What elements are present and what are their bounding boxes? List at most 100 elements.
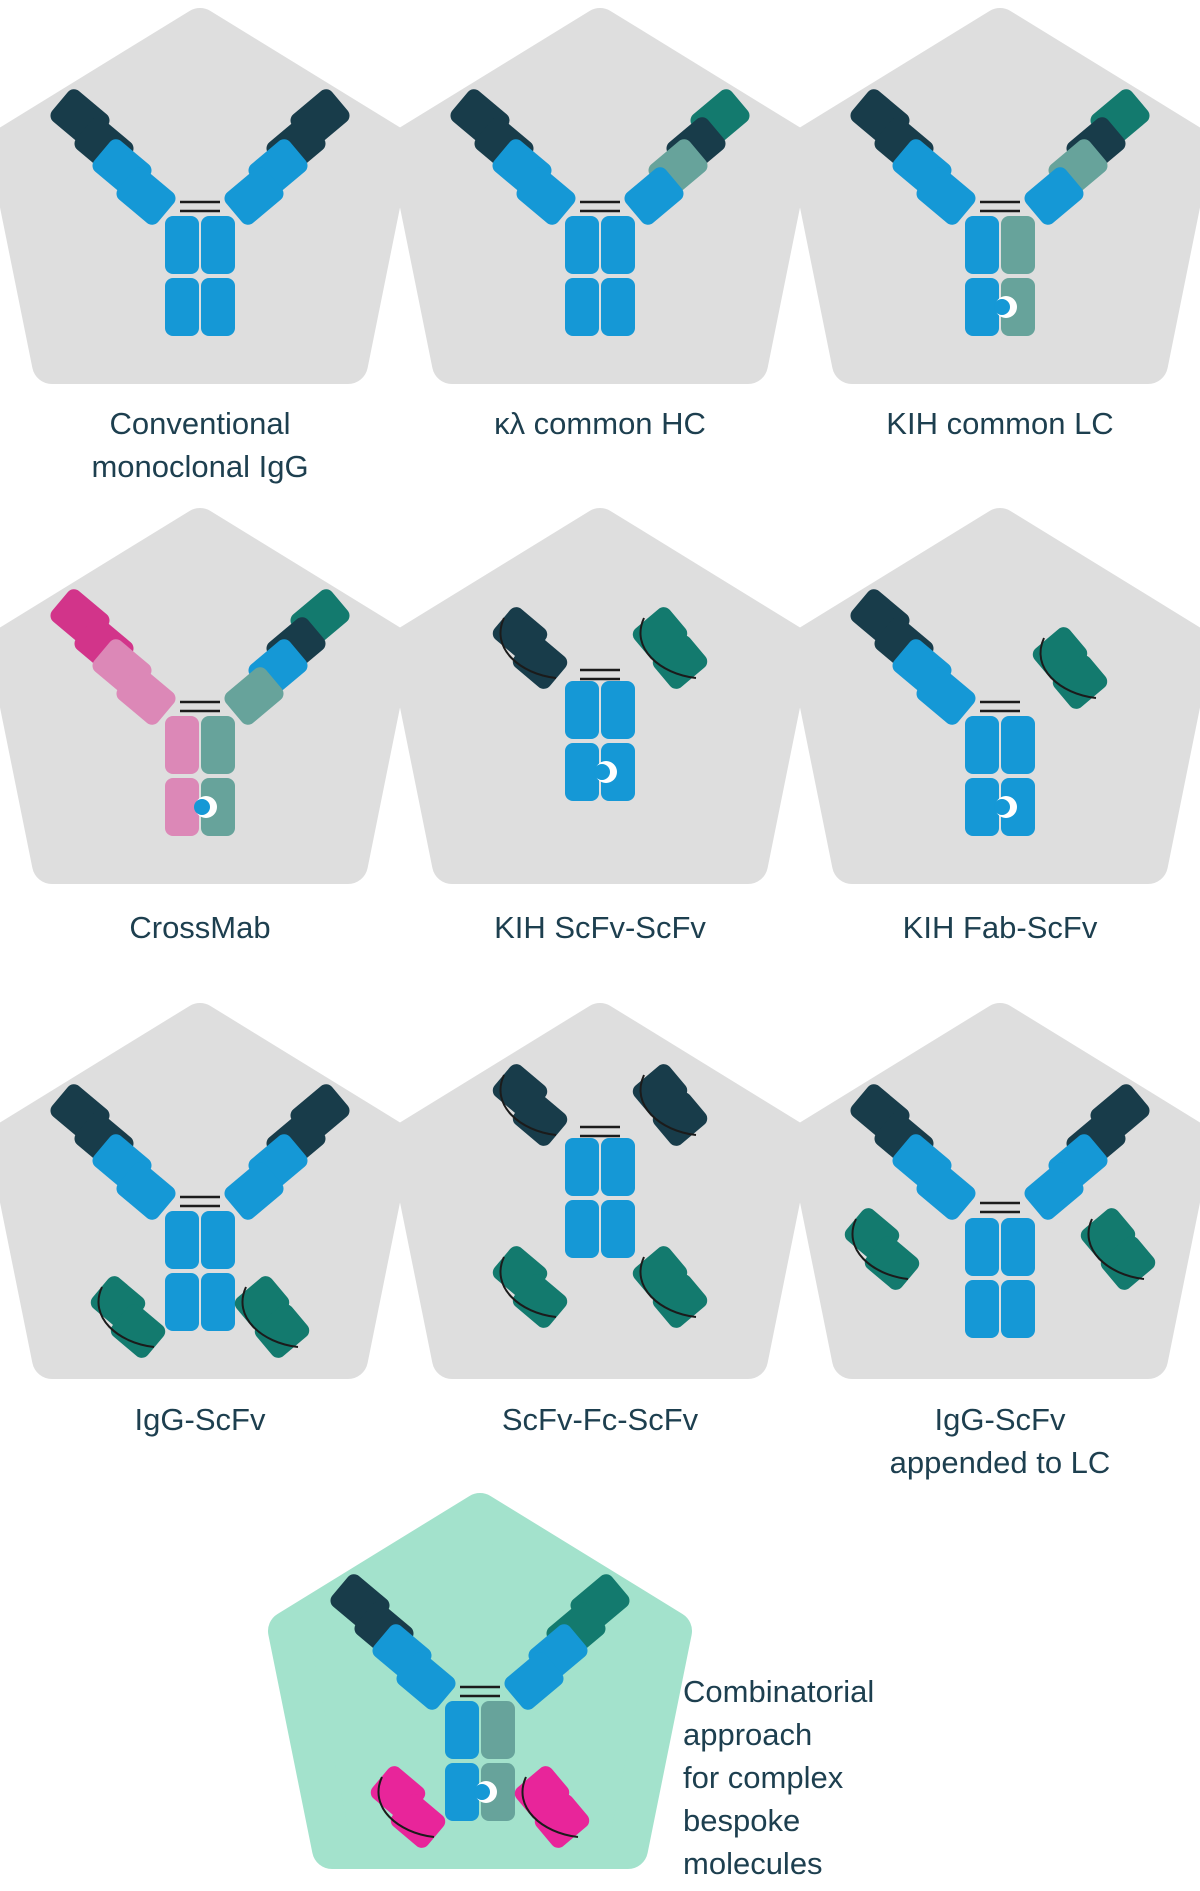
scfv-linker [639,617,697,679]
scfv-domain [652,1092,708,1146]
constant-domain [224,1162,284,1220]
ch3-domain [201,778,235,836]
label-line: molecules [683,1846,823,1881]
ch2-domain [601,1138,635,1196]
ch3-domain [965,1280,999,1338]
scfv-linker [97,1286,155,1348]
ch2-domain [965,1218,999,1276]
scfv-linker [499,617,557,679]
scfv-linker [241,1286,299,1348]
pentagon-background [0,508,412,884]
constant-domain [116,1162,176,1220]
ch2-domain [165,716,199,774]
ch3-domain [165,278,199,336]
label-line: KIH ScFv-ScFv [494,910,706,945]
label-combinatorial: Combinatorial approach for complex bespo… [683,1670,983,1885]
format-panel-crossmab [0,508,412,884]
scfv-domain [512,1092,568,1146]
scfv-domain [110,1304,166,1358]
ch3-domain [1001,1280,1035,1338]
knob-into-hole [194,799,210,815]
constant-domain [116,667,176,725]
ch3-domain [601,1200,635,1258]
label-line: κλ common HC [494,406,706,441]
label-line: Conventional [109,406,291,441]
constant-domain [916,167,976,225]
label-line: approach [683,1717,813,1752]
scfv-domain [864,1236,920,1290]
scfv-domain [534,1794,590,1848]
constant-domain [916,1162,976,1220]
format-panel-conventional [0,8,412,384]
format-panel-igg-scfv [0,1003,412,1379]
format-panel-kih-fab-scfv [788,508,1200,884]
constant-domain [916,667,976,725]
ch3-domain [1001,278,1035,336]
ch3-domain [601,278,635,336]
ch3-domain [481,1763,515,1821]
scfv-domain [512,1274,568,1328]
constant-domain [224,667,284,725]
pentagon-background [788,1003,1200,1379]
format-panel-scfv-fc-scfv [388,1003,812,1379]
format-panel-kih-scfv-scfv [388,508,812,884]
scfv-domain [1052,655,1108,709]
ch2-domain [481,1701,515,1759]
label-kl-common-hc: κλ common HC [420,402,780,445]
label-line: KIH common LC [886,406,1114,441]
ch3-domain [201,1273,235,1331]
scfv-linker [499,1256,557,1318]
label-igg-scfv: IgG-ScFv [20,1398,380,1441]
format-panel-igg-scfv-lc [788,1003,1200,1379]
pentagon-background [0,8,412,384]
knob-into-hole [594,764,610,780]
label-line: bespoke [683,1803,801,1838]
ch3-domain [445,1763,479,1821]
ch2-domain [201,716,235,774]
ch2-domain [1001,1218,1035,1276]
label-line: for complex [683,1760,844,1795]
knob-into-hole [474,1784,490,1800]
pentagon-background [0,1003,412,1379]
label-conventional: Conventional monoclonal IgG [20,402,380,488]
ch3-domain [601,743,635,801]
label-kih-scfv-scfv: KIH ScFv-ScFv [420,906,780,949]
ch3-domain [565,743,599,801]
scfv-linker [377,1776,435,1838]
format-panel-kl-common-hc [388,8,812,384]
scfv-linker [499,1074,557,1136]
ch3-domain [201,278,235,336]
ch2-domain [965,716,999,774]
constant-domain [1024,167,1084,225]
knob-into-hole [994,799,1010,815]
scfv-domain [652,635,708,689]
ch2-domain [165,1211,199,1269]
label-crossmab: CrossMab [20,906,380,949]
label-line: IgG-ScFv [134,1402,266,1437]
ch3-domain [565,278,599,336]
pentagon-background [268,1493,692,1869]
scfv-linker [639,1256,697,1318]
constant-domain [224,167,284,225]
label-line: ScFv-Fc-ScFv [501,1402,699,1437]
scfv-linker [851,1218,909,1280]
ch2-domain [445,1701,479,1759]
scfv-domain [254,1304,310,1358]
constant-domain [116,167,176,225]
scfv-linker [1087,1218,1145,1280]
ch2-domain [565,1138,599,1196]
ch3-domain [565,1200,599,1258]
pentagon-background [388,8,812,384]
ch3-domain [965,778,999,836]
pentagon-background [788,508,1200,884]
ch3-domain [965,278,999,336]
label-line: monoclonal IgG [91,449,309,484]
ch3-domain [1001,778,1035,836]
scfv-domain [652,1274,708,1328]
ch2-domain [165,216,199,274]
ch3-domain [165,778,199,836]
label-scfv-fc-scfv: ScFv-Fc-ScFv [420,1398,780,1441]
label-igg-scfv-lc: IgG-ScFv appended to LC [820,1398,1180,1484]
ch2-domain [1001,216,1035,274]
